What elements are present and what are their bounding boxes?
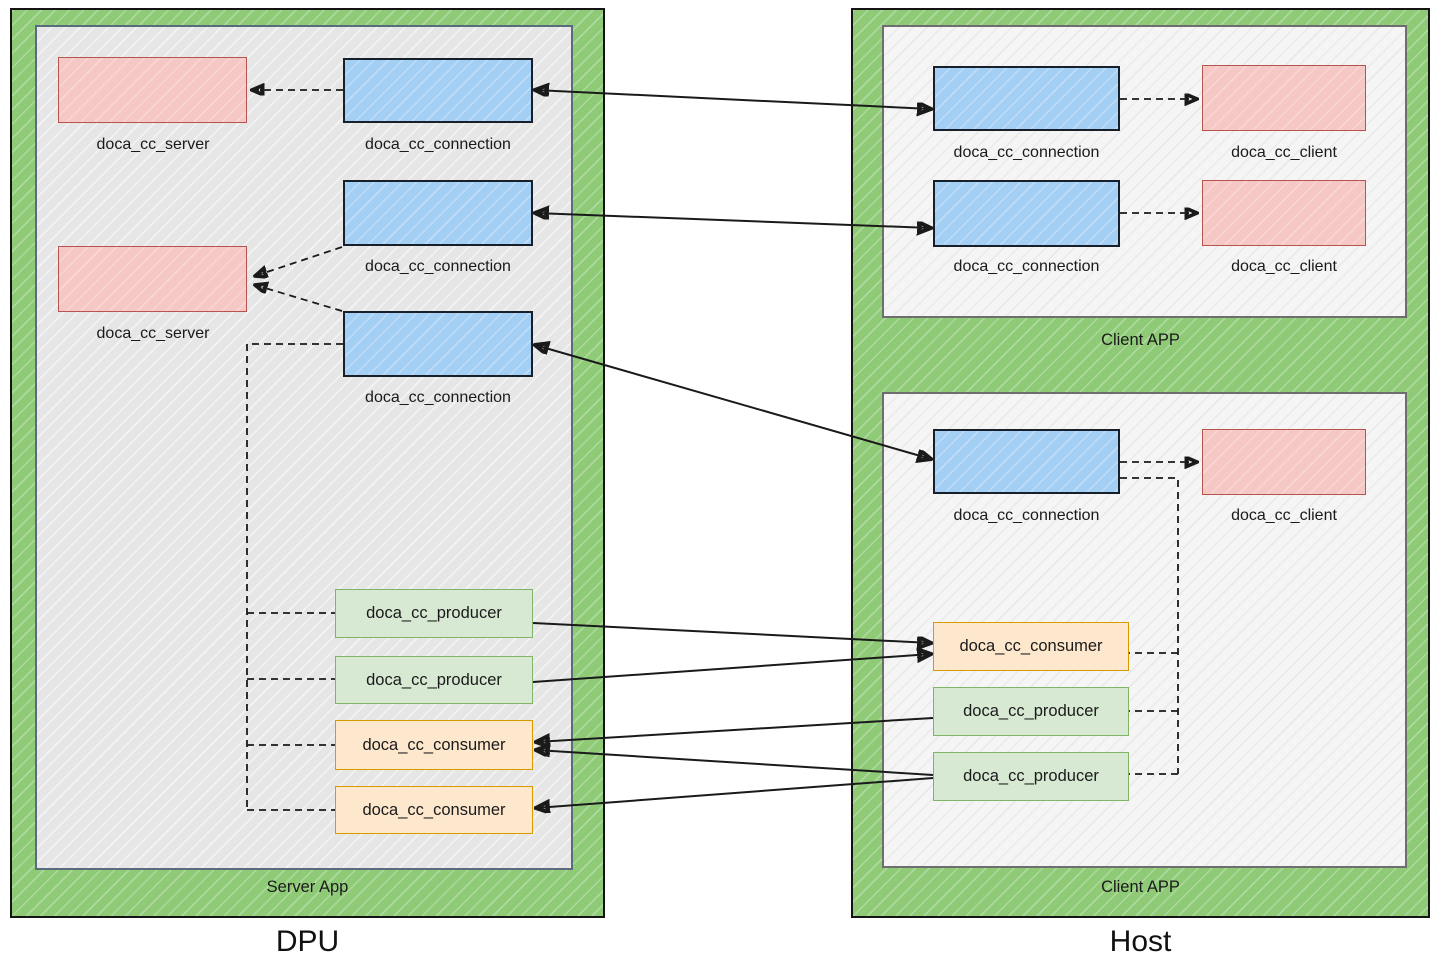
node-dpu-server-1 <box>58 57 247 123</box>
client-app-1-label: Client APP <box>1101 331 1180 349</box>
label-host2-client-1: doca_cc_client <box>1231 507 1337 524</box>
label-dpu-connection-1: doca_cc_connection <box>365 136 511 153</box>
label-dpu-connection-2: doca_cc_connection <box>365 258 511 275</box>
node-host1-client-2 <box>1202 180 1366 246</box>
label-host1-connection-1: doca_cc_connection <box>953 144 1100 161</box>
node-host2-client-1 <box>1202 429 1366 495</box>
node-dpu-producer-1: doca_cc_producer <box>335 589 533 638</box>
node-dpu-consumer-1: doca_cc_consumer <box>335 720 533 770</box>
client-app-2-label: Client APP <box>1101 878 1180 896</box>
node-dpu-producer-2: doca_cc_producer <box>335 656 533 704</box>
host-title: Host <box>1109 925 1172 958</box>
node-dpu-server-2 <box>58 246 247 312</box>
node-dpu-consumer-2: doca_cc_consumer <box>335 786 533 834</box>
node-host1-client-1 <box>1202 65 1366 131</box>
node-dpu-connection-3 <box>343 311 533 377</box>
dpu-title: DPU <box>275 925 340 958</box>
node-host2-producer-1: doca_cc_producer <box>933 687 1129 736</box>
node-host1-connection-1 <box>933 66 1120 131</box>
node-host2-producer-2: doca_cc_producer <box>933 752 1129 801</box>
server-app-label: Server App <box>266 878 349 896</box>
label-dpu-server-2: doca_cc_server <box>96 325 210 342</box>
label-host1-connection-2: doca_cc_connection <box>953 258 1100 275</box>
label-host1-client-2: doca_cc_client <box>1231 258 1337 275</box>
node-host2-connection-1 <box>933 429 1120 494</box>
node-dpu-connection-1 <box>343 58 533 123</box>
label-host1-client-1: doca_cc_client <box>1231 144 1337 161</box>
label-host2-connection-1: doca_cc_connection <box>953 507 1100 524</box>
node-host2-consumer-1: doca_cc_consumer <box>933 622 1129 671</box>
label-dpu-connection-3: doca_cc_connection <box>365 389 511 406</box>
node-host1-connection-2 <box>933 180 1120 247</box>
node-dpu-connection-2 <box>343 180 533 246</box>
label-dpu-server-1: doca_cc_server <box>96 136 210 153</box>
